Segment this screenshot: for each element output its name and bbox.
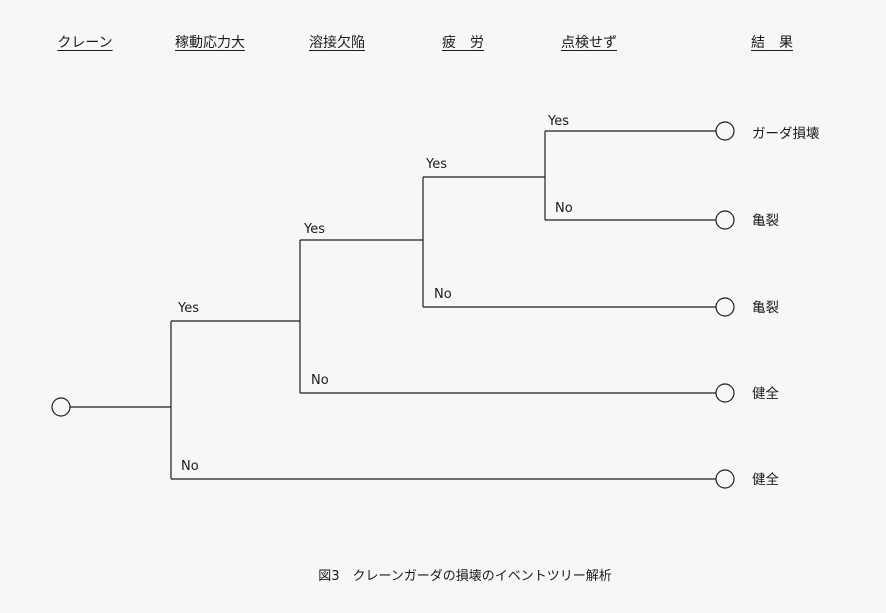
outcome-crack-2: 亀裂: [752, 300, 779, 316]
end-node-1: [715, 121, 735, 141]
outcome-sound-1: 健全: [752, 386, 779, 402]
header-weld-defect: 溶接欠陥: [309, 35, 365, 51]
branch-label-4-yes: Yes: [548, 114, 569, 129]
header-fatigue: 疲 労: [442, 35, 484, 51]
outcome-crack-1: 亀裂: [752, 213, 779, 229]
branch-label-3-yes: Yes: [426, 157, 447, 172]
branch-label-1-yes: Yes: [178, 301, 199, 316]
header-crane: クレーン: [57, 35, 113, 51]
header-high-operating-stress: 稼動応力大: [175, 35, 245, 51]
branch-label-2-yes: Yes: [304, 222, 325, 237]
start-node: [51, 397, 71, 417]
header-no-inspection: 点検せず: [561, 35, 617, 51]
end-node-3: [715, 297, 735, 317]
end-node-4: [715, 383, 735, 403]
branch-label-4-no: No: [555, 201, 573, 216]
branch-label-1-no: No: [181, 459, 199, 474]
end-node-5: [715, 469, 735, 489]
branch-label-2-no: No: [311, 373, 329, 388]
header-result: 結 果: [751, 35, 793, 51]
outcome-girder-collapse: ガーダ損壊: [752, 126, 820, 142]
branch-label-3-no: No: [434, 287, 452, 302]
figure-caption: 図3 クレーンガーダの損壊のイベントツリー解析: [318, 569, 612, 584]
outcome-sound-2: 健全: [752, 472, 779, 488]
end-node-2: [715, 210, 735, 230]
